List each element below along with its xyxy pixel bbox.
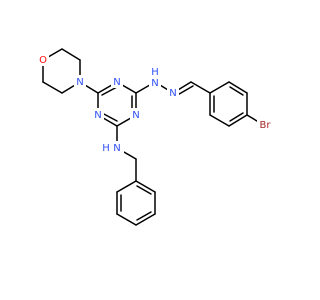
phenyl-ring — [116, 180, 156, 226]
label-background — [92, 108, 104, 121]
label-background — [257, 118, 273, 131]
hydrazone-nitrogen-atom: N — [169, 88, 176, 99]
molecule-structure: O N N N N H N N N H Br — [37, 48, 273, 226]
hydrazine-nitrogen-atom: N — [151, 78, 158, 89]
bond — [229, 86, 244, 96]
label-background — [111, 75, 123, 88]
bond — [116, 213, 137, 226]
bond — [209, 114, 230, 127]
bond — [136, 185, 152, 195]
bond — [135, 180, 156, 193]
triazine-nitrogen-atom: N — [113, 77, 120, 88]
triazine-nitrogen-atom: N — [94, 110, 101, 121]
bromine-atom: Br — [260, 120, 272, 131]
bond — [136, 211, 152, 221]
label-background — [104, 141, 124, 154]
bromophenyl-ring — [209, 81, 248, 127]
label-background — [74, 75, 86, 88]
bond — [101, 112, 118, 122]
oxygen-atom: O — [39, 55, 47, 66]
hydrazine-hydrogen-atom: H — [151, 67, 159, 78]
label-background — [167, 86, 179, 99]
label-background — [37, 53, 49, 66]
bond — [61, 48, 81, 61]
bond — [42, 81, 63, 94]
bond — [228, 114, 248, 127]
morpholine-nitrogen-atom: N — [76, 77, 83, 88]
bond — [209, 81, 230, 94]
bond — [116, 180, 137, 193]
molecule-svg: O N N N N H N N N H Br — [37, 48, 273, 226]
benzylamine-nitrogen-atom: N — [113, 143, 120, 154]
bond — [101, 86, 118, 96]
atom-labels: O N N N N H N N N H Br — [37, 53, 273, 154]
bond — [228, 81, 248, 94]
bond — [135, 213, 156, 226]
benzylamine-hydrogen-atom: H — [102, 143, 110, 154]
bond — [229, 112, 244, 122]
label-background — [149, 67, 161, 91]
label-background — [130, 108, 142, 121]
triazine-nitrogen-atom: N — [132, 110, 139, 121]
bond — [190, 81, 211, 94]
